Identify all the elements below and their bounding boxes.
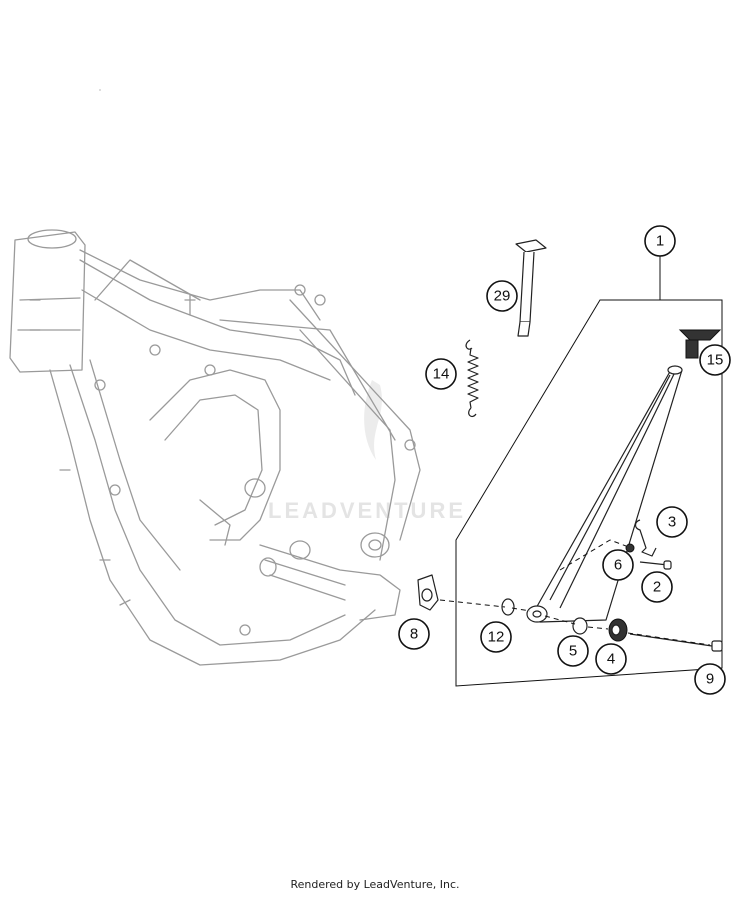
spacer-tool-part [515, 239, 547, 337]
callout-3-label: 3 [668, 514, 676, 531]
callout-1[interactable]: 1 [644, 225, 676, 257]
callout-8-label: 8 [410, 626, 418, 643]
callout-2[interactable]: 2 [641, 571, 673, 603]
callout-4-label: 4 [607, 651, 615, 668]
callout-8[interactable]: 8 [398, 618, 430, 650]
motorcycle-frame [9, 89, 421, 666]
callout-9-label: 9 [706, 671, 714, 688]
group-outline [455, 299, 723, 687]
spring-part [465, 339, 479, 418]
watermark: LEADVENTURE [268, 380, 466, 523]
stand-pad-part [678, 329, 722, 359]
watermark-text: LEADVENTURE [268, 498, 466, 523]
callout-14[interactable]: 14 [425, 358, 457, 390]
callout-4[interactable]: 4 [595, 643, 627, 675]
assembly-axis-2 [559, 539, 627, 571]
callout-6[interactable]: 6 [602, 549, 634, 581]
assembly-axis [439, 599, 711, 646]
callout-6-label: 6 [614, 557, 622, 574]
callout-9[interactable]: 9 [694, 663, 726, 695]
callout-1-label: 1 [656, 233, 664, 250]
washer-part [501, 598, 588, 635]
bushing-part [608, 618, 628, 642]
cable-bracket-part [625, 519, 672, 570]
callout-3[interactable]: 3 [656, 506, 688, 538]
callout-12-label: 12 [488, 629, 505, 646]
callout-15-label: 15 [707, 352, 724, 369]
side-stand-part [526, 365, 683, 623]
callout-15[interactable]: 15 [699, 344, 731, 376]
callout-12[interactable]: 12 [480, 621, 512, 653]
bracket-8-part [417, 574, 439, 611]
callout-29-label: 29 [494, 288, 511, 305]
callout-2-label: 2 [653, 579, 661, 596]
footer-credit: Rendered by LeadVenture, Inc. [290, 878, 460, 891]
bolt-part [629, 633, 723, 652]
callout-5[interactable]: 5 [557, 635, 589, 667]
callout-14-label: 14 [433, 366, 450, 383]
callout-29[interactable]: 29 [486, 280, 518, 312]
callout-5-label: 5 [569, 643, 577, 660]
